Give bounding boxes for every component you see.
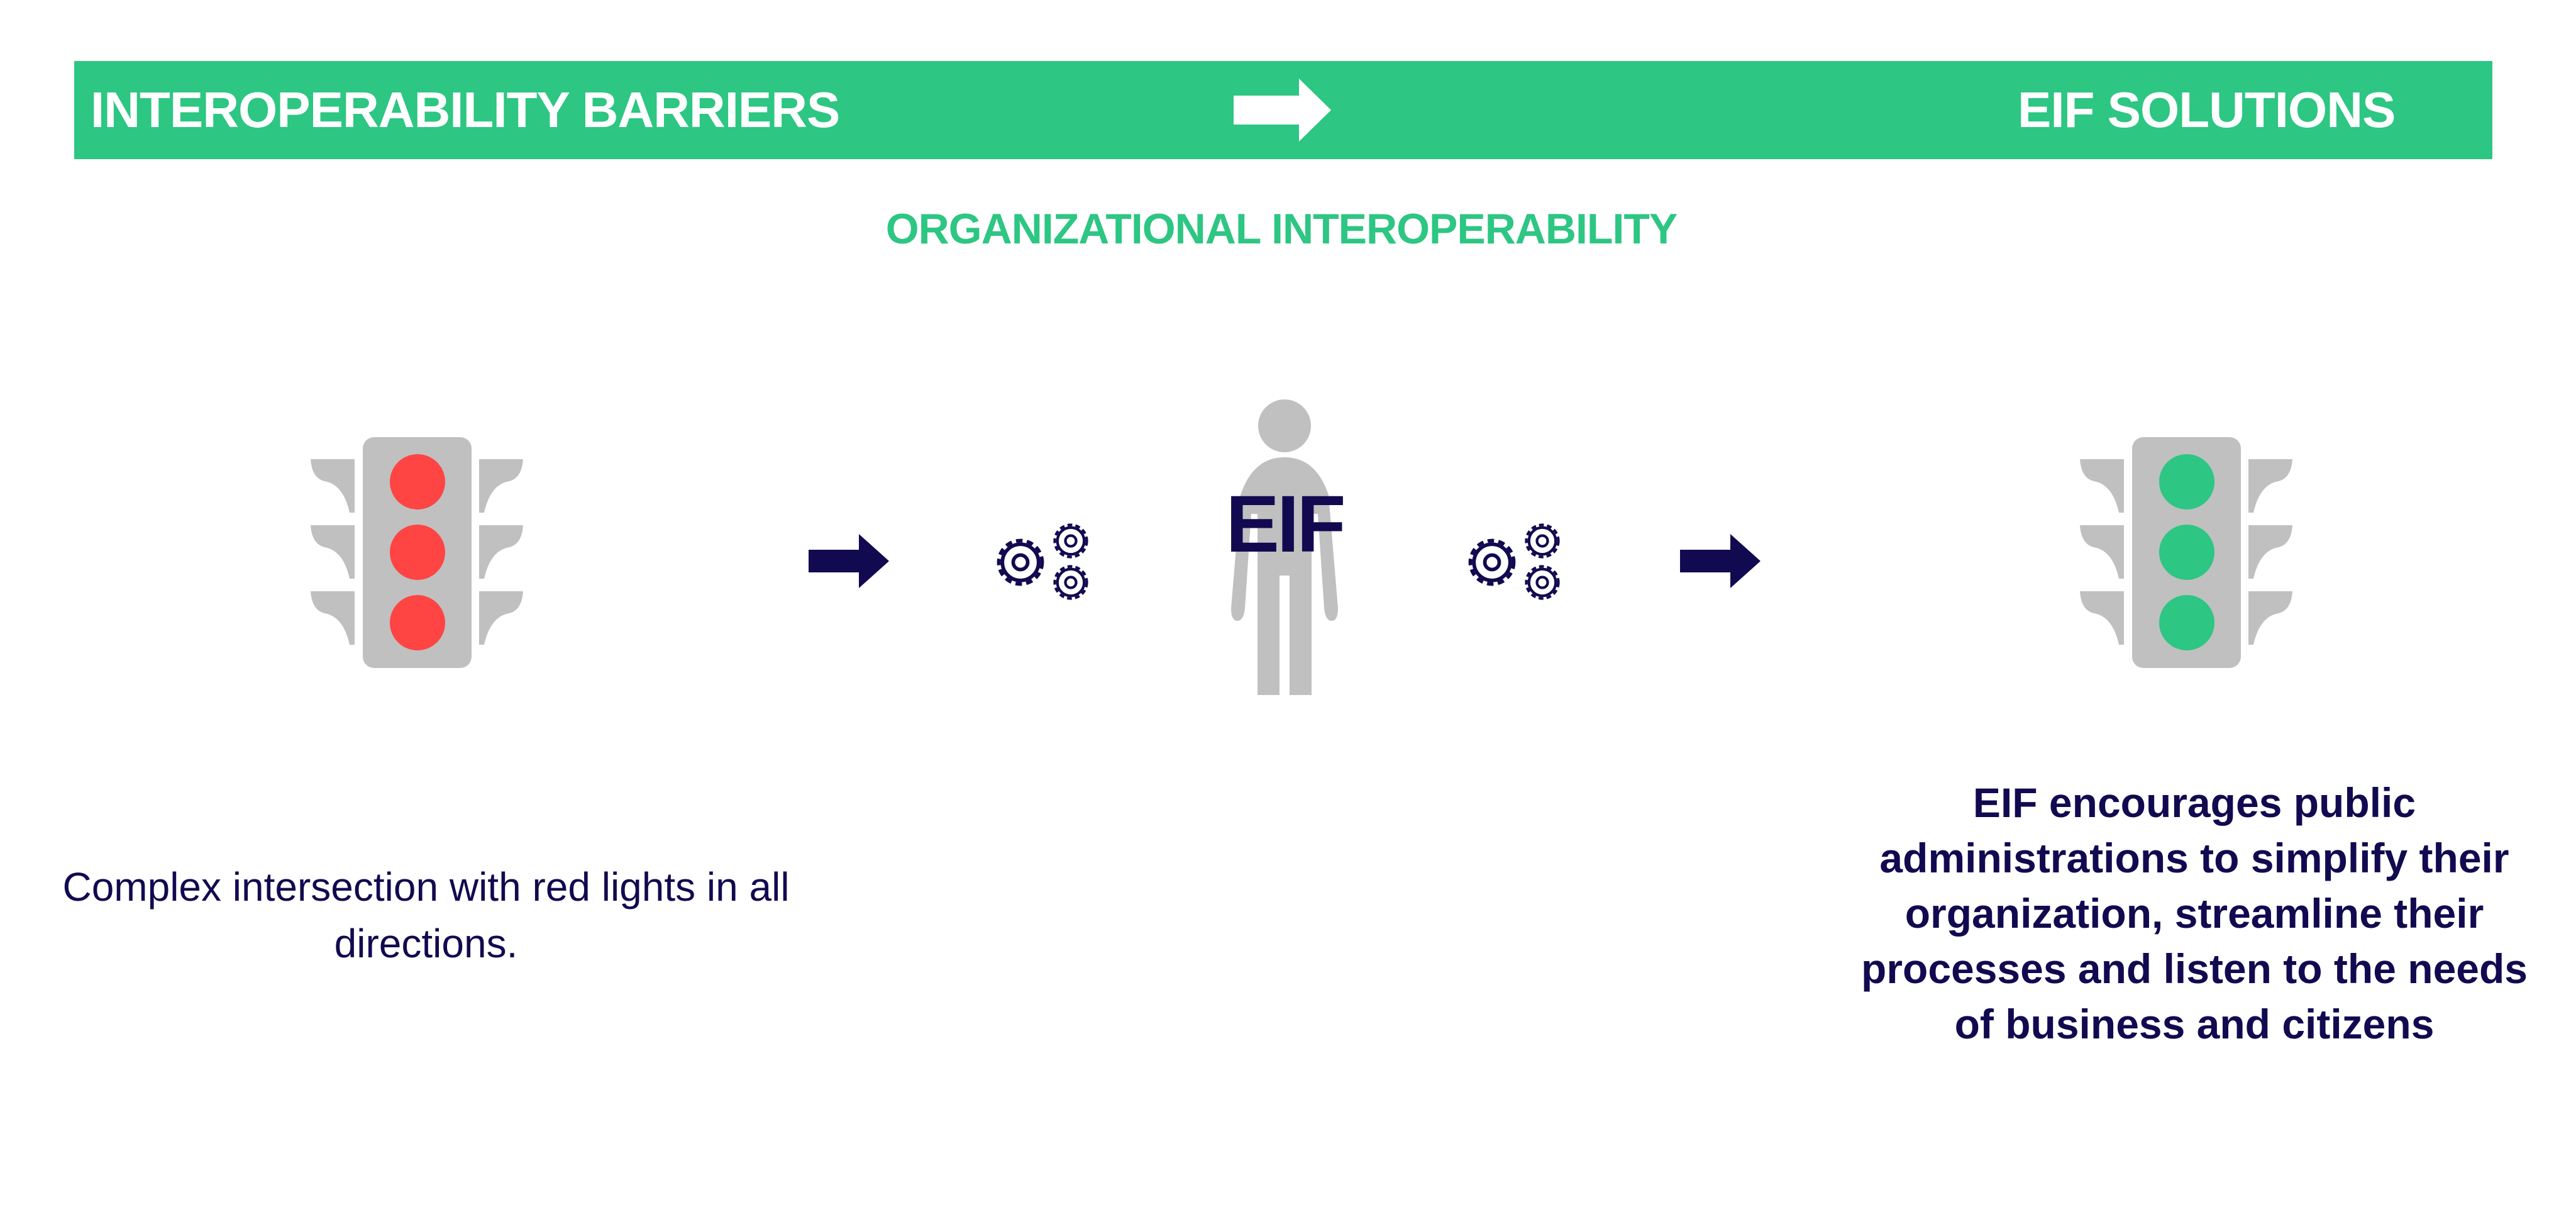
arrow-right-icon [1234,79,1331,142]
red-traffic-light-icon [311,437,523,668]
eif-label: EIF [1225,479,1346,569]
green-traffic-light-icon [2080,437,2292,668]
arrow-right-icon [809,534,889,588]
barrier-description: Complex intersection with red lights in … [62,864,790,966]
arrow-right-icon [1680,534,1761,588]
header-banner: INTEROPERABILITY BARRIERS EIF SOLUTIONS [74,61,2492,159]
gears-icon [1464,520,1568,604]
green-lights [2159,454,2214,650]
solutions-heading: EIF SOLUTIONS [2018,82,2396,138]
section-title: ORGANIZATIONAL INTEROPERABILITY [885,205,1678,253]
solution-description: EIF encourages public administrations to… [1861,779,2528,1047]
red-lights [390,454,445,650]
gears-icon [992,520,1097,604]
barriers-heading: INTEROPERABILITY BARRIERS [91,82,840,138]
person-icon [1231,399,1338,695]
